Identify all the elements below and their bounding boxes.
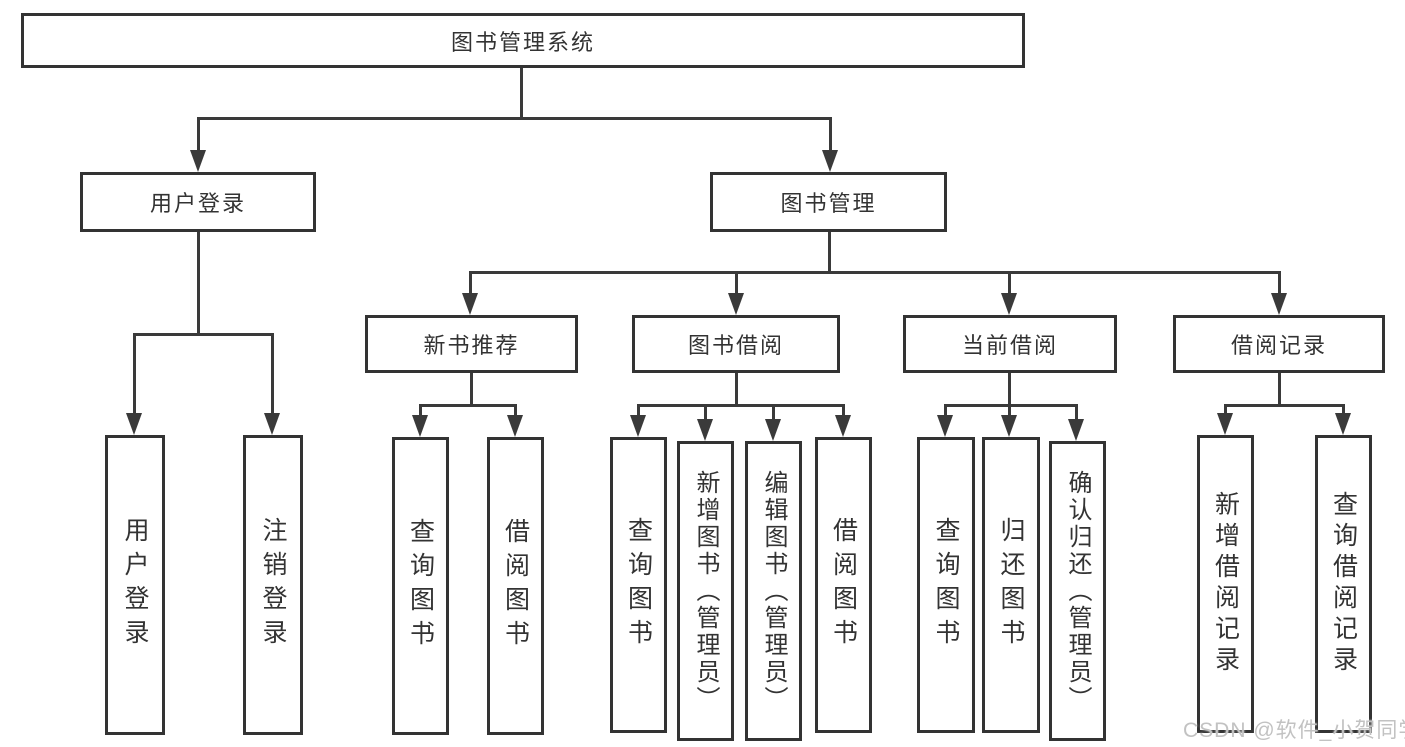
- line: [944, 404, 1078, 407]
- line: [842, 404, 845, 417]
- arrow-down-icon: [1001, 415, 1017, 437]
- leaf-br-add-record-label: 新增借阅记录: [1211, 491, 1240, 677]
- arrow-down-icon: [1001, 293, 1017, 315]
- node-book-borrow: 图书借阅: [632, 315, 840, 373]
- line: [637, 404, 845, 407]
- leaf-cb-query-book: 查询图书: [917, 437, 975, 733]
- node-new-book-recommend-label: 新书推荐: [423, 333, 520, 358]
- line: [470, 373, 473, 407]
- leaf-user-login: 用户登录: [105, 435, 165, 735]
- node-root: 图书管理系统: [21, 13, 1025, 68]
- arrow-down-icon: [822, 150, 838, 172]
- line: [271, 333, 274, 414]
- leaf-cb-query-book-label: 查询图书: [932, 517, 960, 653]
- line: [1224, 404, 1345, 407]
- leaf-bb-query-book: 查询图书: [610, 437, 667, 733]
- node-current-borrow: 当前借阅: [903, 315, 1117, 373]
- arrow-down-icon: [728, 293, 744, 315]
- leaf-bb-add-book-admin-label: 新增图书（管理员）: [692, 469, 719, 713]
- arrow-down-icon: [1217, 413, 1233, 435]
- line: [1008, 271, 1011, 295]
- leaf-bb-query-book-label: 查询图书: [624, 517, 653, 653]
- line: [419, 404, 517, 407]
- line: [469, 271, 472, 295]
- leaf-cb-return-book: 归还图书: [982, 437, 1040, 733]
- line: [520, 68, 523, 119]
- node-book-borrow-label: 图书借阅: [687, 333, 784, 358]
- arrow-down-icon: [412, 415, 428, 437]
- arrow-down-icon: [1335, 413, 1351, 435]
- line: [419, 404, 422, 417]
- leaf-bb-add-book-admin: 新增图书（管理员）: [677, 441, 734, 741]
- line: [772, 404, 775, 420]
- line: [197, 117, 832, 120]
- leaf-bb-edit-book-admin-label: 编辑图书（管理员）: [760, 469, 787, 713]
- line: [1008, 373, 1011, 407]
- leaf-bb-borrow-book: 借阅图书: [815, 437, 872, 733]
- line: [735, 271, 738, 295]
- node-book-management: 图书管理: [710, 172, 947, 232]
- leaf-rec-query-book: 查询图书: [392, 437, 449, 735]
- arrow-down-icon: [1068, 419, 1084, 441]
- leaf-br-query-record: 查询借阅记录: [1315, 435, 1372, 733]
- node-borrow-record-label: 借阅记录: [1230, 333, 1327, 358]
- leaf-bb-borrow-book-label: 借阅图书: [829, 517, 858, 653]
- node-book-management-label: 图书管理: [780, 191, 877, 216]
- arrow-down-icon: [1271, 293, 1287, 315]
- leaf-br-add-record: 新增借阅记录: [1197, 435, 1254, 733]
- node-current-borrow-label: 当前借阅: [961, 333, 1058, 358]
- arrow-down-icon: [462, 293, 478, 315]
- arrow-down-icon: [697, 419, 713, 441]
- arrow-down-icon: [507, 415, 523, 437]
- line: [197, 117, 200, 153]
- line: [735, 373, 738, 407]
- csdn-watermark: CSDN @软件_小贺同学: [1183, 719, 1405, 742]
- leaf-rec-borrow-book: 借阅图书: [487, 437, 544, 735]
- arrow-down-icon: [765, 419, 781, 441]
- line: [829, 117, 832, 153]
- node-user-login-label: 用户登录: [149, 191, 246, 216]
- line: [1075, 404, 1078, 420]
- leaf-cb-return-book-label: 归还图书: [997, 517, 1025, 653]
- arrow-down-icon: [126, 413, 142, 435]
- node-root-label: 图书管理系统: [450, 29, 595, 55]
- leaf-cb-confirm-return-admin: 确认归还（管理员）: [1049, 441, 1106, 741]
- arrow-down-icon: [190, 150, 206, 172]
- leaf-user-login-label: 用户登录: [121, 517, 149, 653]
- leaf-br-query-record-label: 查询借阅记录: [1329, 491, 1358, 677]
- node-user-login: 用户登录: [80, 172, 316, 232]
- line: [514, 404, 517, 417]
- arrow-down-icon: [937, 415, 953, 437]
- arrow-down-icon: [835, 415, 851, 437]
- line: [944, 404, 947, 417]
- line: [1278, 271, 1281, 295]
- line: [1278, 373, 1281, 407]
- line: [828, 232, 831, 273]
- arrow-down-icon: [630, 415, 646, 437]
- line: [1342, 404, 1345, 415]
- leaf-rec-query-book-label: 查询图书: [406, 518, 435, 654]
- node-new-book-recommend: 新书推荐: [365, 315, 578, 373]
- leaf-rec-borrow-book-label: 借阅图书: [501, 518, 530, 654]
- node-borrow-record: 借阅记录: [1173, 315, 1385, 373]
- line: [1224, 404, 1227, 415]
- leaf-cb-confirm-return-admin-label: 确认归还（管理员）: [1064, 469, 1091, 713]
- leaf-bb-edit-book-admin: 编辑图书（管理员）: [745, 441, 802, 741]
- arrow-down-icon: [264, 413, 280, 435]
- line: [197, 232, 200, 336]
- line: [133, 333, 274, 336]
- line: [469, 271, 1281, 274]
- line: [1008, 404, 1011, 417]
- leaf-logout-label: 注销登录: [259, 517, 287, 653]
- leaf-logout: 注销登录: [243, 435, 303, 735]
- line: [704, 404, 707, 420]
- line: [133, 333, 136, 414]
- line: [637, 404, 640, 417]
